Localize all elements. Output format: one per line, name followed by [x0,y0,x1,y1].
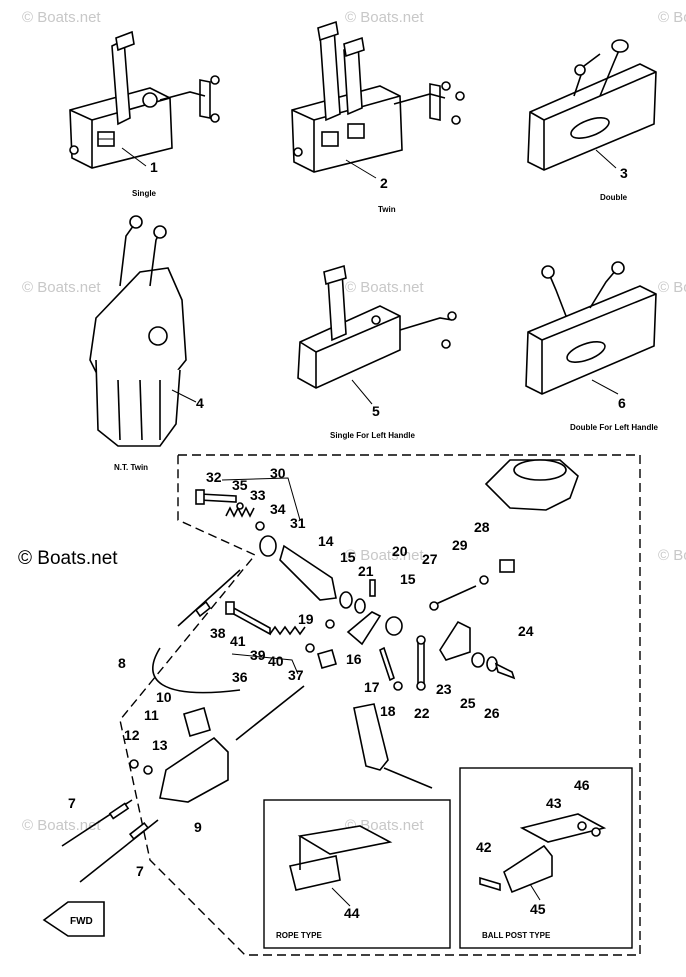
callout-24: 24 [518,623,534,639]
ball-post-type-box [459,767,633,949]
callout-2: 2 [380,175,388,191]
part-3-double-control [527,39,657,171]
callout-15-right: 15 [400,571,416,587]
callout-18: 18 [380,703,396,719]
watermark-mid-left: © Boats.net [22,279,101,296]
callout-45: 43 [546,795,562,811]
callout-42: 44 [344,905,360,921]
callout-10: 10 [156,689,172,705]
callout-44: 42 [476,839,492,855]
watermark-bottom-left: © Boats.net [22,817,101,834]
callout-14: 14 [318,533,334,549]
throttle-shift-assembly [61,459,579,883]
callout-11: 11 [144,707,159,723]
callout-32: 32 [206,469,222,485]
watermark-right: © Boats.net [658,547,686,564]
callout-29: 29 [452,537,468,553]
part-5-single-left-control [297,264,457,405]
callout-21: 21 [358,563,374,579]
part-6-double-left-control [525,261,657,395]
callout-7-lower: 7 [136,863,144,879]
rope-type-parts [289,825,393,907]
fwd-label: FWD [70,916,93,927]
part-1-single-control [69,30,220,169]
callout-4: 4 [196,395,204,411]
callout-33: 33 [250,487,266,503]
callout-37: 37 [288,667,304,683]
callout-31: 31 [290,515,306,531]
callout-7-upper: 7 [68,795,76,811]
callout-5: 5 [372,403,380,419]
caption-rope-type: ROPE TYPE [276,931,322,940]
callout-38: 38 [210,625,226,641]
watermark-main: © Boats.net [18,548,118,569]
callout-46: 46 [574,777,590,793]
callout-9: 9 [194,819,202,835]
callout-17: 17 [364,679,380,695]
caption-double: Double [600,193,628,202]
callout-3: 3 [620,165,628,181]
watermark-top-center: © Boats.net [345,9,424,26]
watermark-mid-right: © Boats.net [658,279,686,296]
callout-43: 45 [530,901,546,917]
callout-20: 20 [392,543,408,559]
watermark-top-left: © Boats.net [22,9,101,26]
callout-15-left: 15 [340,549,356,565]
rope-type-box [263,799,451,949]
callout-35: 35 [232,477,248,493]
watermark-center: © Boats.net [345,547,424,564]
callout-16: 16 [346,651,362,667]
callout-26: 26 [484,705,500,721]
callout-12: 12 [124,727,140,743]
callout-8: 8 [118,655,126,671]
watermark-mid-center: © Boats.net [345,279,424,296]
part-4-nt-twin-control [89,215,197,447]
callout-19: 19 [298,611,314,627]
caption-ball-post-type: BALL POST TYPE [482,931,551,940]
callout-30: 30 [270,465,286,481]
assembly-boundary [119,454,641,956]
caption-nt-twin: N.T. Twin [114,463,148,472]
callout-25: 25 [460,695,476,711]
callout-6: 6 [618,395,626,411]
part-2-twin-control [291,20,465,179]
ball-post-type-parts [479,813,607,901]
callout-39: 39 [250,647,266,663]
watermarks: © Boats.net © Boats.net © Boats.net © Bo… [18,9,686,834]
callout-27: 27 [422,551,438,567]
callout-34: 34 [270,501,286,517]
callout-36: 36 [232,669,248,685]
callout-1: 1 [150,159,158,175]
callout-41: 41 [230,633,246,649]
callout-22: 22 [414,705,430,721]
callout-40: 40 [268,653,284,669]
fwd-arrow: FWD [42,901,105,937]
callout-23: 23 [436,681,452,697]
watermark-top-right: © Boats.net [658,9,686,26]
caption-single: Single [132,189,157,198]
caption-single-left: Single For Left Handle [330,431,415,440]
callout-28: 28 [474,519,490,535]
callout-13: 13 [152,737,168,753]
caption-double-left: Double For Left Handle [570,423,659,432]
caption-twin: Twin [378,205,396,214]
